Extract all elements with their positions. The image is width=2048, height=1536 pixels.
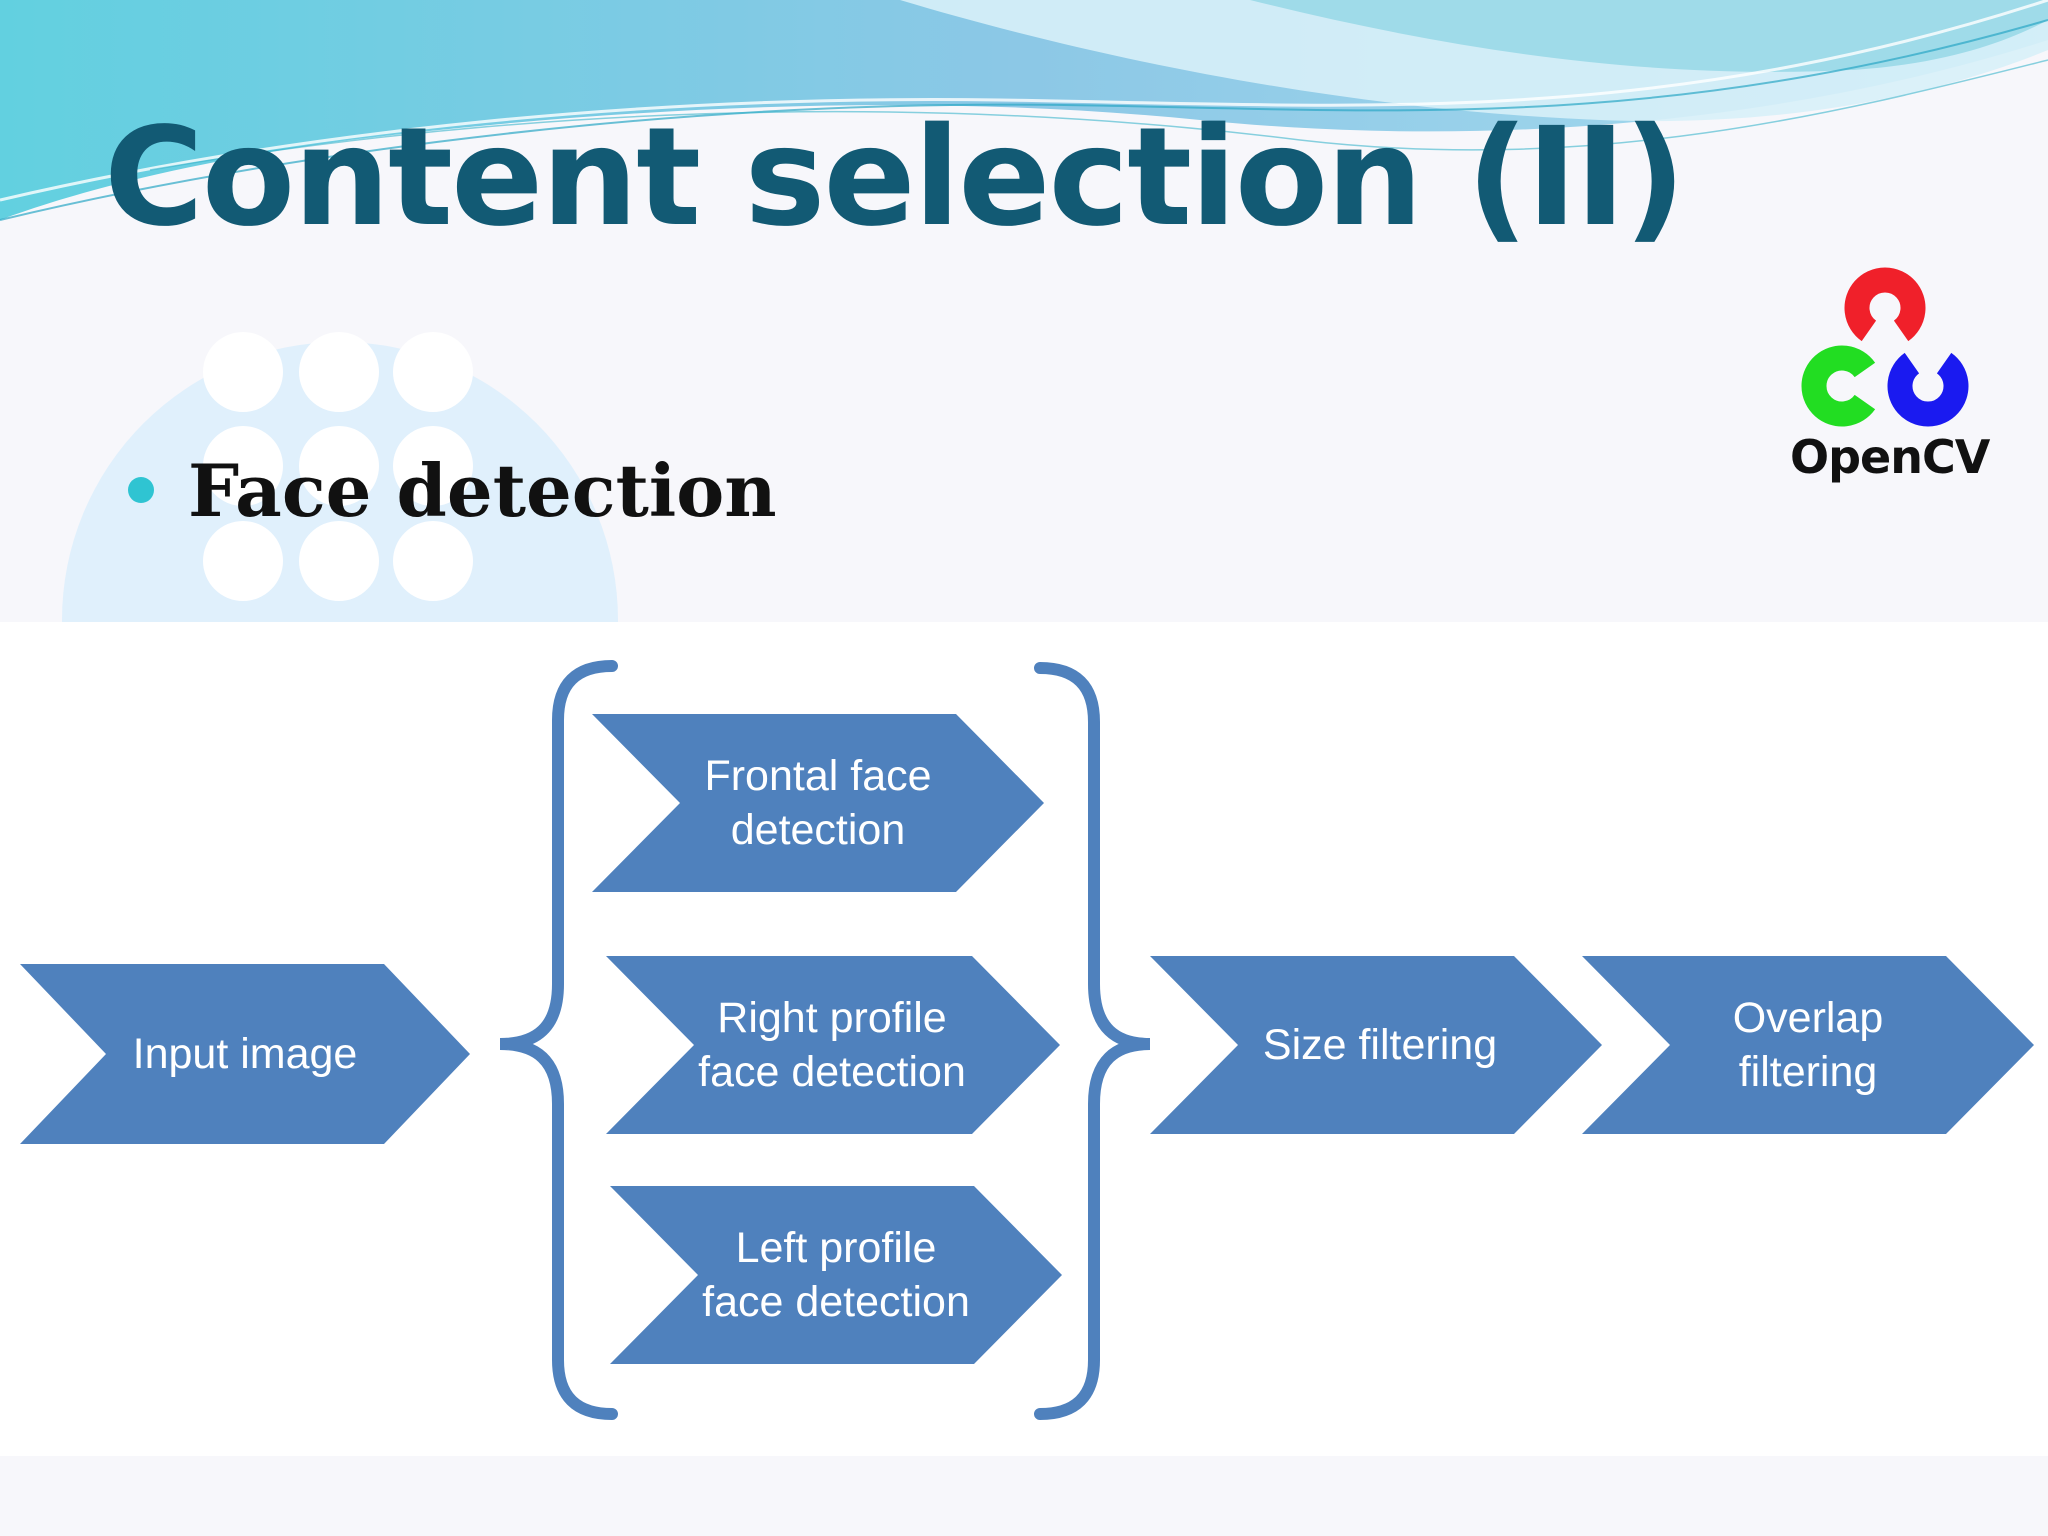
detector-label-right-profile: Right profile face detection <box>698 994 966 1096</box>
filter-label-overlap: Overlap filtering <box>1732 994 1884 1096</box>
filter-label-size: Size filtering <box>1262 1021 1498 1069</box>
detector-chevrons <box>592 714 1062 1364</box>
left-brace <box>499 660 618 1420</box>
detector-chevron-left-profile <box>610 1186 1062 1364</box>
input-chevron <box>20 964 470 1144</box>
opencv-logo-text: OpenCV <box>1790 430 1990 484</box>
slide-title: Content selection (II) <box>104 99 1686 257</box>
filter-chevron-size <box>1150 956 1602 1134</box>
opencv-logo: OpenCV <box>1790 262 1990 492</box>
braces <box>499 660 1151 1420</box>
detector-chevron-right-profile <box>606 956 1060 1134</box>
filter-chevron-overlap <box>1582 956 2034 1134</box>
detector-label-frontal: Frontal face detection <box>704 752 932 854</box>
input-label: Input image <box>132 1030 358 1078</box>
filter-chevrons <box>1150 956 2034 1134</box>
bullet-dot-icon <box>128 477 154 503</box>
right-brace <box>1034 662 1151 1420</box>
detector-label-left-profile: Left profile face detection <box>702 1224 970 1326</box>
top-wave-decoration <box>0 0 2048 221</box>
opencv-rings-icon <box>1801 267 1969 427</box>
bullet-text: Face detection <box>188 447 777 533</box>
circle-dots-decoration <box>62 332 618 622</box>
bullet-item: Face detection <box>128 440 777 540</box>
detector-chevron-frontal <box>592 714 1044 892</box>
